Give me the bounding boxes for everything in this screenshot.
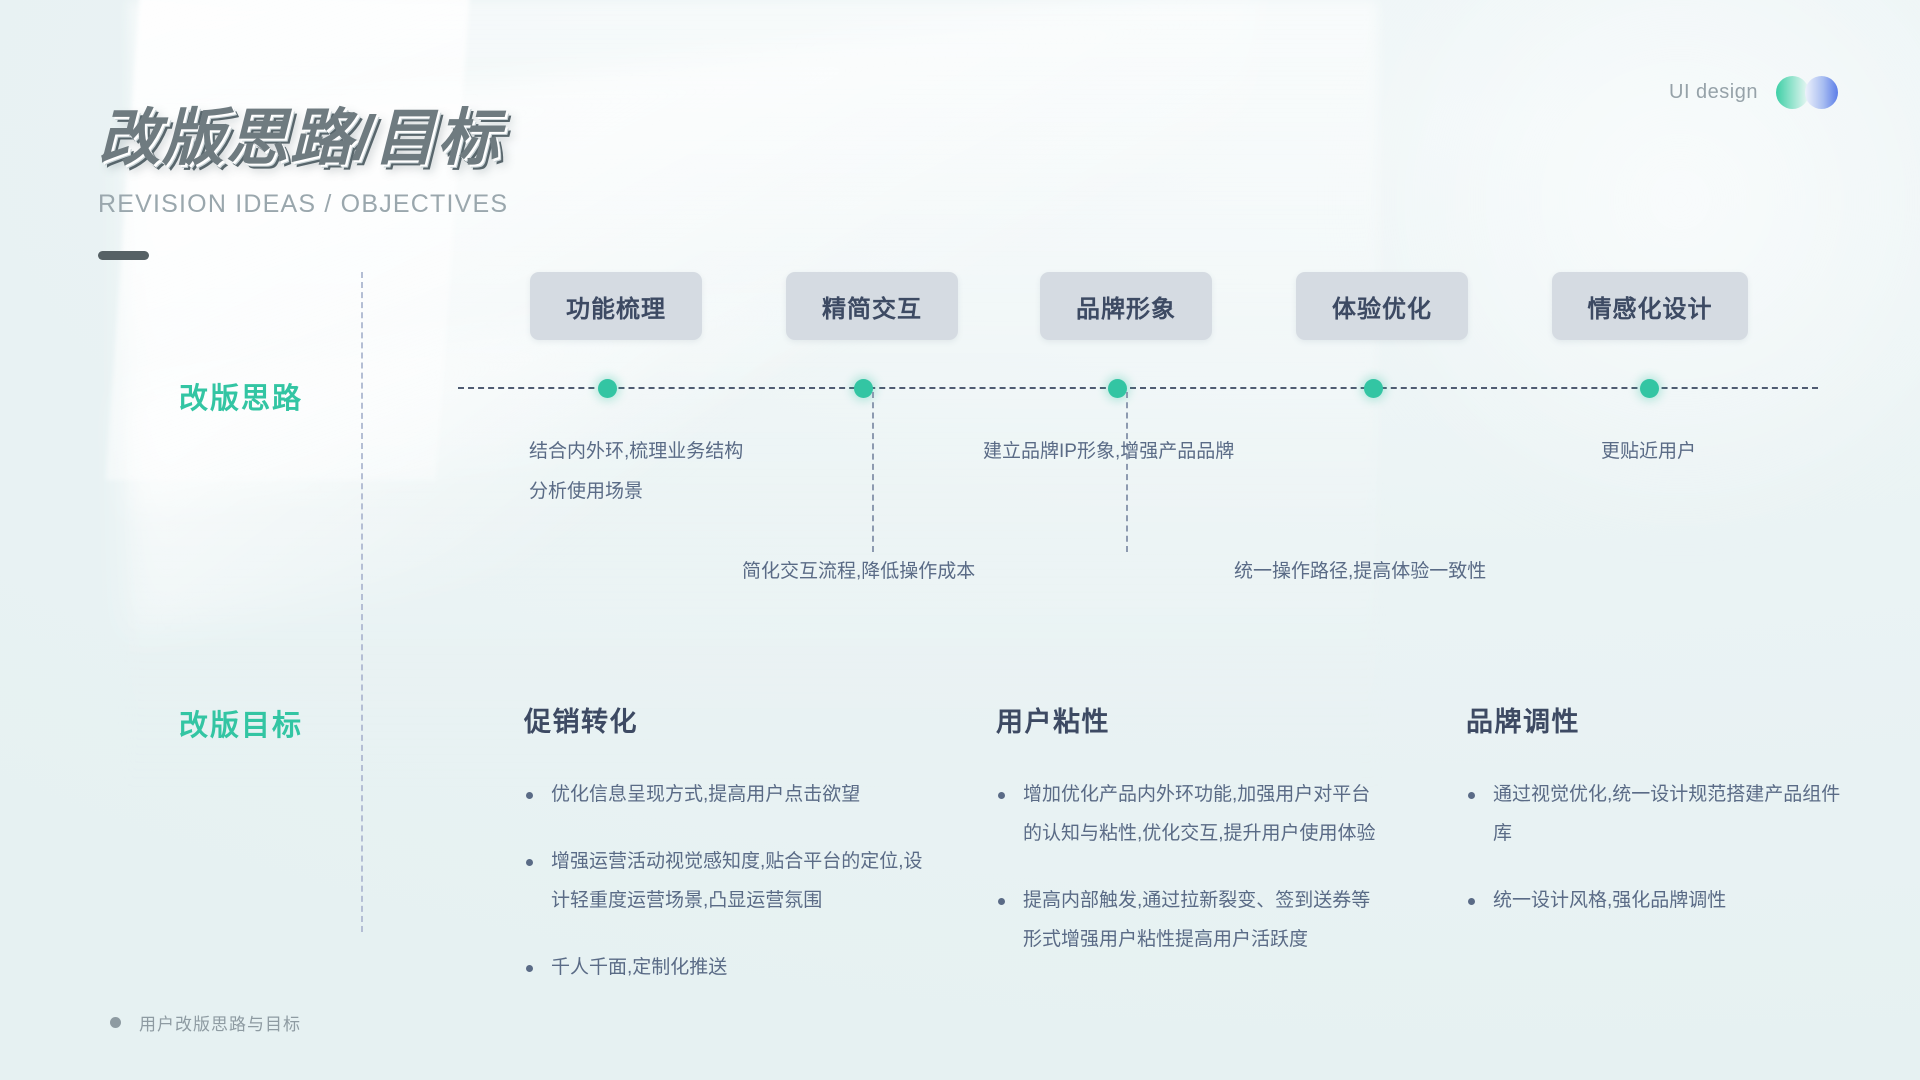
brand-dots	[1776, 76, 1838, 109]
brand-dot-blue-icon	[1805, 76, 1838, 109]
idea-card-row: 功能梳理 精简交互 品牌形象 体验优化 情感化设计	[0, 272, 1920, 340]
brand-mark: UI design	[1669, 76, 1838, 109]
footer: 用户改版思路与目标	[110, 1010, 301, 1035]
timeline-axis	[458, 387, 1818, 389]
footer-bullet-icon	[110, 1017, 121, 1028]
timeline-dot-0[interactable]	[598, 379, 617, 398]
page-subtitle: REVISION IDEAS / OBJECTIVES	[98, 190, 509, 218]
objective-title-1: 用户粘性	[996, 707, 1110, 737]
title-underline-rule	[98, 251, 149, 260]
page-header: 改版思路/目标 REVISION IDEAS / OBJECTIVES	[98, 108, 508, 260]
objective-list-item: 统一设计风格,强化品牌调性	[1466, 881, 1846, 920]
objective-list-0: 优化信息呈现方式,提高用户点击欲望增强运营活动视觉感知度,贴合平台的定位,设计轻…	[524, 775, 924, 987]
objective-list-2: 通过视觉优化,统一设计规范搭建产品组件库统一设计风格,强化品牌调性	[1466, 775, 1846, 920]
objective-list-item: 增加优化产品内外环功能,加强用户对平台的认知与粘性,优化交互,提升用户使用体验	[996, 775, 1376, 853]
objective-list-item: 通过视觉优化,统一设计规范搭建产品组件库	[1466, 775, 1846, 853]
timeline-dot-4[interactable]	[1640, 379, 1659, 398]
idea-card-1[interactable]: 精简交互	[786, 272, 958, 340]
timeline-caption-0: 结合内外环,梳理业务结构	[529, 441, 744, 462]
objective-title-2: 品牌调性	[1466, 707, 1580, 737]
idea-card-0[interactable]: 功能梳理	[530, 272, 702, 340]
objective-column-0: 促销转化优化信息呈现方式,提高用户点击欲望增强运营活动视觉感知度,贴合平台的定位…	[524, 700, 924, 1015]
objective-list-item: 千人千面,定制化推送	[524, 948, 924, 987]
timeline-caption-1: 分析使用场景	[529, 481, 644, 502]
timeline-dot-2[interactable]	[1108, 379, 1127, 398]
objective-list-item: 优化信息呈现方式,提高用户点击欲望	[524, 775, 924, 814]
objective-column-2: 品牌调性通过视觉优化,统一设计规范搭建产品组件库统一设计风格,强化品牌调性	[1466, 700, 1846, 948]
brand-dot-teal-icon	[1776, 76, 1809, 109]
idea-card-4[interactable]: 情感化设计	[1552, 272, 1748, 340]
timeline-caption-5: 更贴近用户	[1601, 441, 1697, 462]
idea-card-3[interactable]: 体验优化	[1296, 272, 1468, 340]
page-title: 改版思路/目标	[98, 104, 502, 173]
objective-list-item: 提高内部触发,通过拉新裂变、签到送券等形式增强用户粘性提高用户活跃度	[996, 881, 1376, 959]
section-label-ideas: 改版思路	[179, 383, 304, 415]
objective-list-item: 增强运营活动视觉感知度,贴合平台的定位,设计轻重度运营场景,凸显运营氛围	[524, 842, 924, 920]
objective-title-0: 促销转化	[524, 707, 638, 737]
timeline-caption-2: 简化交互流程,降低操作成本	[742, 561, 976, 582]
objective-column-1: 用户粘性增加优化产品内外环功能,加强用户对平台的认知与粘性,优化交互,提升用户使…	[996, 700, 1376, 987]
section-label-objectives: 改版目标	[179, 710, 304, 742]
timeline-dot-3[interactable]	[1364, 379, 1383, 398]
timeline-dot-1[interactable]	[854, 379, 873, 398]
vertical-guide-line	[361, 272, 363, 932]
idea-card-2[interactable]: 品牌形象	[1040, 272, 1212, 340]
timeline-connector-0	[872, 392, 874, 552]
timeline-caption-3: 建立品牌IP形象,增强产品品牌	[983, 441, 1235, 462]
timeline-connector-1	[1126, 392, 1128, 552]
brand-label: UI design	[1669, 81, 1758, 103]
objective-list-1: 增加优化产品内外环功能,加强用户对平台的认知与粘性,优化交互,提升用户使用体验提…	[996, 775, 1376, 959]
timeline-caption-4: 统一操作路径,提高体验一致性	[1234, 561, 1487, 582]
footer-label: 用户改版思路与目标	[139, 1015, 301, 1034]
